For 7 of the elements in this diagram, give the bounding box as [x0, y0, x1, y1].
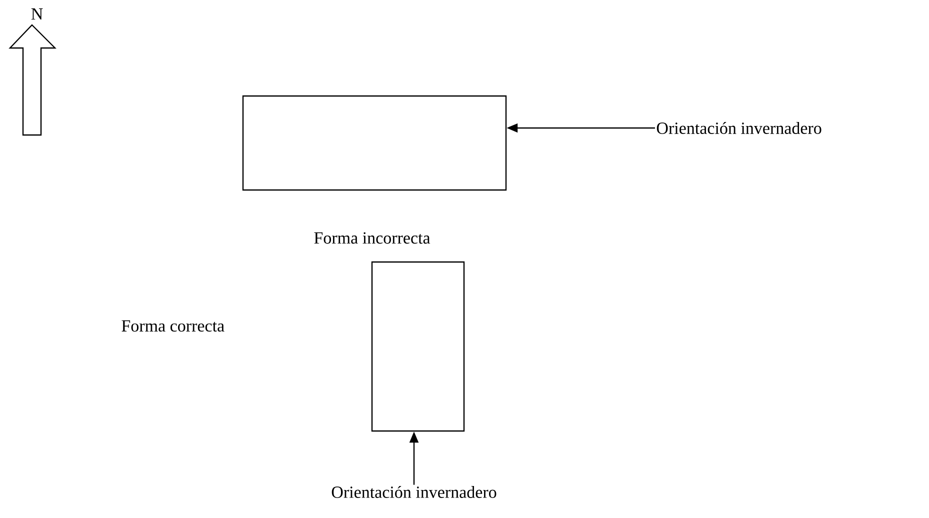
greenhouse-outline: [242, 95, 507, 191]
text-label: Orientación invernadero: [332, 486, 496, 498]
text-label: Orientación invernadero: [656, 122, 822, 134]
caption: Forma incorrecta: [314, 232, 430, 244]
caption: Forma correcta: [122, 320, 224, 332]
compass-label: N: [31, 8, 43, 20]
greenhouse-outline: [371, 261, 465, 432]
